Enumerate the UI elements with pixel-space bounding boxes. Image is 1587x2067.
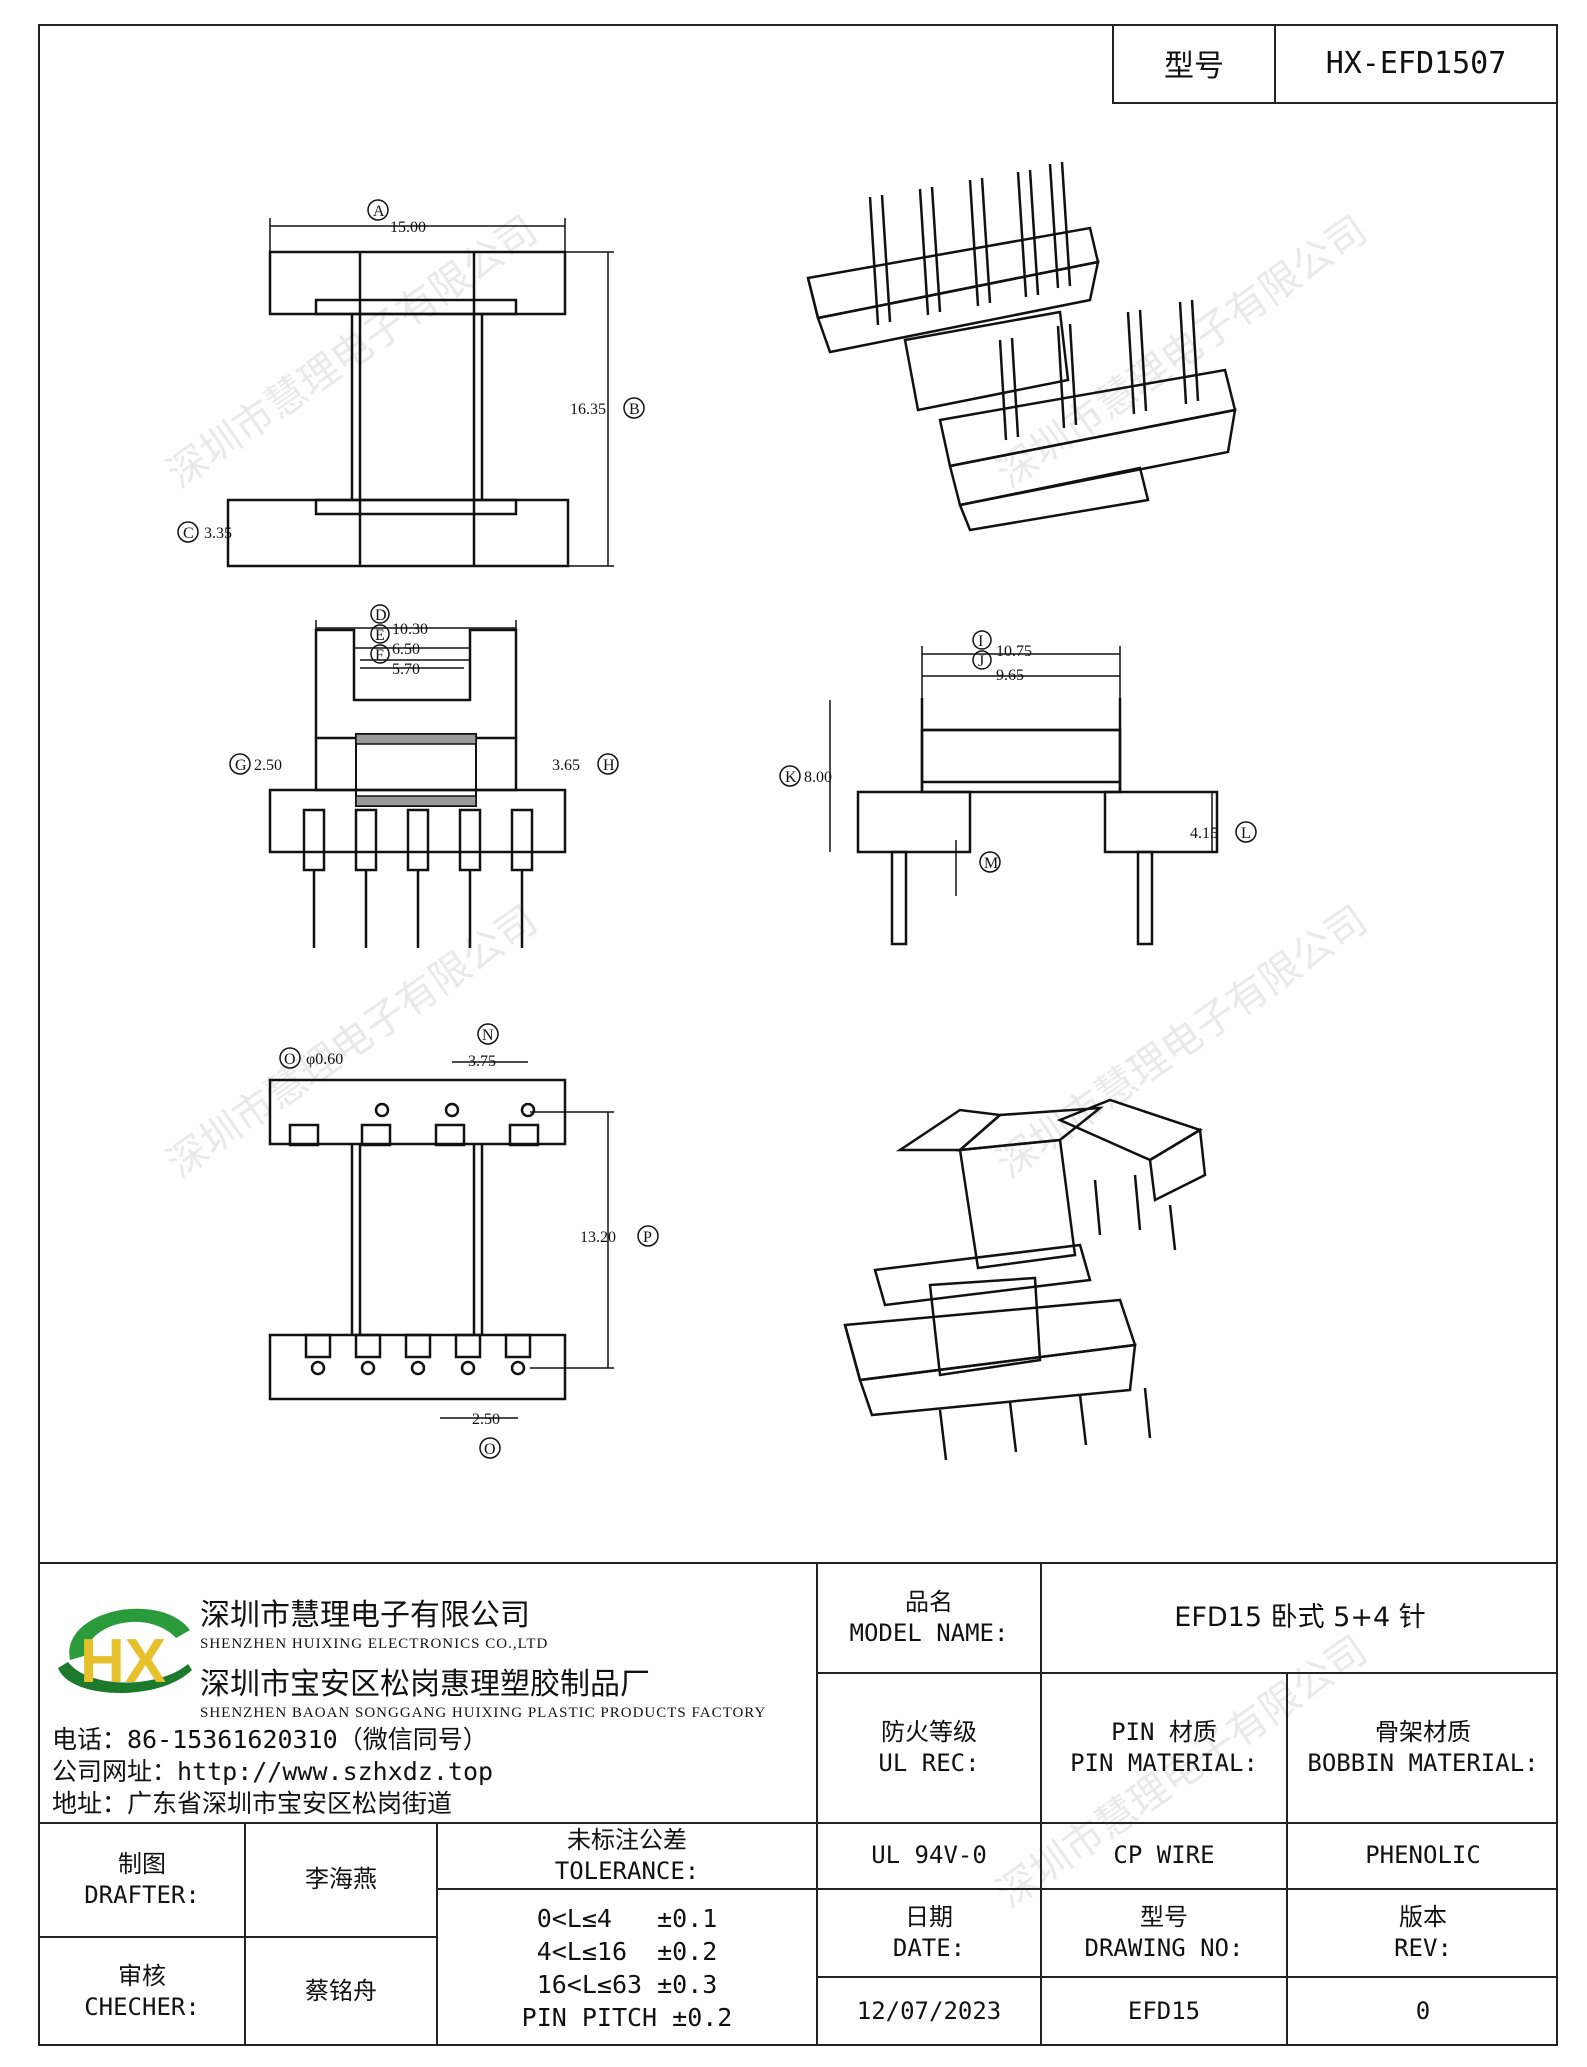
pin-material-value: CP WIRE (1113, 1841, 1215, 1870)
top-flange (268, 250, 567, 316)
dim-letter-c: C (183, 525, 194, 542)
company-name-cn: 深圳市慧理电子有限公司 (200, 1598, 530, 1633)
dim-e-value: 6.50 (392, 641, 420, 658)
bobbin-material-value: PHENOLIC (1365, 1841, 1481, 1870)
dim-letter-p: P (643, 1229, 652, 1246)
tolerance-line: 4<L≤16 ±0.2 (536, 1937, 718, 1966)
dim-o2-value: 2.50 (472, 1411, 500, 1428)
drawing-no-value: EFD15 (1127, 1997, 1201, 2026)
dim-p-value: 13.20 (580, 1229, 616, 1246)
dim-letter-m: M (984, 855, 998, 872)
tolerance-label: 未标注公差 TOLERANCE: (554, 1825, 700, 1885)
company-info: 深圳市慧理电子有限公司 SHENZHEN HUIXING ELECTRONICS… (200, 1590, 766, 1728)
dim-b-value: 16.35 (570, 401, 606, 418)
dim-letter-k: K (785, 769, 797, 786)
dim-letter-b: B (629, 401, 640, 418)
company-logo: HX (58, 1608, 192, 1696)
technical-drawing: A 15.00 16.35 B C 3.35 (177, 161, 1257, 1461)
tolerance-line: 16<L≤63 ±0.3 (536, 1970, 718, 1999)
drafter-label: 制图 DRAFTER: (84, 1849, 200, 1909)
dim-i-value: 10.75 (996, 643, 1032, 660)
pin-material-label: PIN 材质 PIN MATERIAL: (1070, 1717, 1258, 1777)
front-view (268, 620, 567, 948)
dim-n-value: 3.75 (468, 1053, 496, 1070)
checker-value: 蔡铭舟 (305, 1977, 377, 2006)
dim-letter-o2: O (484, 1441, 496, 1458)
contact-info: 电话：86-15361620310（微信同号） 公司网址：http://www.… (52, 1724, 493, 1820)
dim-g-value: 2.50 (254, 757, 282, 774)
bobbin-material-label: 骨架材质 BOBBIN MATERIAL: (1307, 1717, 1539, 1777)
model-name-value: EFD15 卧式 5+4 针 (1174, 1602, 1426, 1634)
ul-rec-label: 防火等级 UL REC: (878, 1717, 980, 1777)
isometric-view-top (806, 161, 1237, 532)
isometric-view-bottom (843, 1098, 1207, 1461)
company-name-en: SHENZHEN HUIXING ELECTRONICS CO.,LTD (200, 1636, 549, 1652)
factory-name-cn: 深圳市宝安区松岗惠理塑胶制品厂 (200, 1667, 650, 1702)
dim-letter-e: E (375, 627, 385, 644)
dim-letter-d: D (375, 607, 387, 624)
date-value: 12/07/2023 (856, 1997, 1002, 2026)
dim-h-value: 3.65 (552, 757, 580, 774)
drafter-value: 李海燕 (305, 1865, 377, 1894)
dim-f-value: 5.70 (392, 661, 420, 678)
dim-o-value: φ0.60 (306, 1051, 343, 1068)
dim-letter-g: G (235, 757, 247, 774)
model-label: 型号 (1114, 24, 1276, 102)
tolerance-line: PIN PITCH ±0.2 (521, 2003, 733, 2032)
dim-letter-o: O (284, 1051, 296, 1068)
bottom-view (268, 1061, 614, 1419)
dim-letter-l: L (1241, 825, 1251, 842)
drawing-no-label: 型号 DRAWING NO: (1084, 1902, 1244, 1962)
side-view (829, 646, 1219, 946)
rev-value: 0 (1415, 1997, 1431, 2026)
checker-label: 审核 CHECHER: (84, 1961, 200, 2021)
drawing-frame (38, 24, 1558, 2046)
address: 地址：广东省深圳市宝安区松岗街道 (52, 1789, 453, 1818)
dim-letter-f: F (375, 647, 384, 664)
dim-k-value: 8.00 (804, 769, 832, 786)
rev-label: 版本 REV: (1394, 1902, 1452, 1962)
dim-letter-i: I (978, 633, 983, 650)
dim-letter-a: A (373, 203, 385, 220)
model-name-label: 品名 MODEL NAME: (849, 1587, 1009, 1647)
logo-text: HX (80, 1627, 166, 1696)
dim-letter-j: J (978, 653, 984, 670)
tolerance-table: 0<L≤4 ±0.1 4<L≤16 ±0.2 16<L≤63 ±0.3 PIN … (438, 1890, 816, 2046)
date-label: 日期 DATE: (892, 1902, 966, 1962)
dim-letter-n: N (482, 1027, 494, 1044)
title-block (38, 1562, 1558, 2046)
dim-a-value: 15.00 (390, 219, 426, 236)
dim-c-value: 3.35 (204, 525, 232, 542)
website-link[interactable]: 公司网址：http://www.szhxdz.top (52, 1757, 494, 1786)
model-header: 型号 HX-EFD1507 (1112, 24, 1558, 104)
top-view (226, 218, 614, 568)
dim-l-value: 4.15 (1190, 825, 1218, 842)
dim-j-value: 9.65 (996, 667, 1024, 684)
dim-letter-h: H (603, 757, 615, 774)
dim-d-value: 10.30 (392, 621, 428, 638)
model-value: HX-EFD1507 (1325, 45, 1507, 81)
factory-name-en: SHENZHEN BAOAN SONGGANG HUIXING PLASTIC … (200, 1705, 767, 1721)
phone: 电话：86-15361620310（微信同号） (52, 1725, 488, 1754)
ul-rec-value: UL 94V-0 (871, 1841, 987, 1870)
tolerance-line: 0<L≤4 ±0.1 (536, 1904, 718, 1933)
